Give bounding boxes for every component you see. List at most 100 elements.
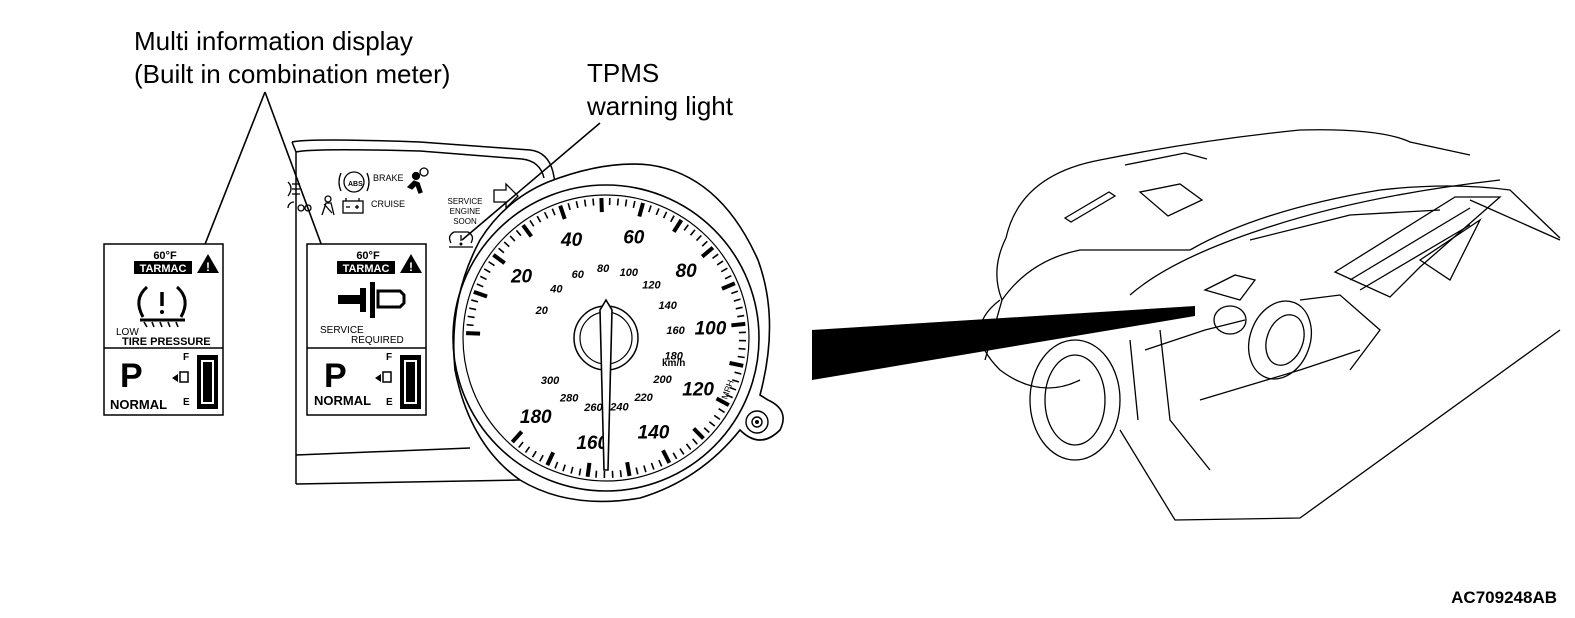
fog-light-icon [287,181,300,197]
mph-label: 140 [638,423,670,444]
speedometer-tick [509,235,516,242]
caution-triangle-icon [197,254,219,273]
speedometer-tick [575,201,579,209]
mph-label: 160 [576,433,608,454]
trip-reset-knob [745,410,769,434]
kmh-unit: km/h [662,358,685,369]
caution-triangle-icon [400,254,422,273]
speedometer-tick [672,452,678,460]
callout-line: warning light [587,91,733,121]
speedometer-tick [488,261,495,267]
figure-id: AC709248AB [1451,588,1557,607]
sec-label-1: SERVICE [448,197,483,206]
speedometer-tick [570,466,574,474]
turn-signal-icon [493,182,519,210]
indicator-icons [287,167,519,248]
wrench-service-icon [338,282,406,318]
speedometer-tick [592,198,595,206]
speedometer-outer-ring [452,184,760,492]
speedometer-tick [648,205,652,213]
speedometer-tick [536,215,542,223]
headlight-icon [287,201,312,212]
speedometer-tick [635,467,639,475]
fuel-pump-icon [172,371,189,383]
callout-line: (Built in combination meter) [134,59,451,89]
speedometer-tick [624,199,628,207]
indicator-labels: ABS BRAKE CRUISE SERVICE ENGINE SOON [348,173,482,226]
speedometer-tick [567,202,571,211]
speedometer-tick [467,315,475,319]
speedometer-tick [578,468,582,476]
speedometer-tick [619,470,622,478]
speedometer-tick [545,451,556,466]
mph-label: 120 [682,379,714,400]
speedometer-ticks [466,198,746,478]
left-fuel-e: E [183,397,190,408]
right-mode: TARMAC [343,263,390,275]
kmh-label: 260 [583,402,603,414]
speedometer-tick [595,470,598,478]
tpms-warning-icon [448,231,474,248]
left-drive-mode: NORMAL [110,397,167,412]
left-msg-1: LOW [116,327,139,338]
speedometer-tick [670,215,675,223]
speedometer-tick [637,202,645,218]
speedometer-tick [733,298,741,302]
speedometer-tick [643,465,647,473]
speedometer-tick [731,379,740,383]
speedometer-tick [515,229,522,237]
speedometer-tick [471,299,479,303]
speedometer-tick [466,323,474,327]
speedometer-needle [599,298,613,471]
callout-line: Multi information display [134,26,413,56]
airbag-icon [406,167,429,194]
speedometer-tick [716,260,724,266]
speedometer-tick [539,454,544,462]
speedometer-tick [492,253,506,265]
speedometer-tick [683,224,689,231]
speedometer-tick [543,211,549,219]
speedometer-tick [708,421,716,427]
left-gear: P [120,357,143,395]
speedometer-tick [731,290,739,295]
seatbelt-icon [321,195,335,216]
mph-label: 20 [510,267,533,288]
speedometer-tick [473,290,488,299]
speedometer-tick [672,218,684,233]
leader-to-tpms-light [461,122,601,241]
speedometer-tick [725,393,733,399]
speedometer-tick [720,267,728,273]
speedometer-tick [531,450,537,458]
svg-text:!: ! [206,260,210,274]
speedometer-tick [529,220,535,227]
right-temp: 60°F [356,250,380,262]
tpms-warning-light-callout: TPMS warning light [587,57,733,123]
speedometer-tick [718,408,726,414]
kmh-label: 180 [665,351,684,363]
left-fuel-f: F [183,352,189,363]
right-fuel-e: E [386,397,393,408]
speedometer-tick [661,449,672,464]
right-drive-mode: NORMAL [314,393,371,408]
speedometer-tick [655,208,660,216]
mph-label: 80 [676,261,698,282]
speedometer-tick [616,198,619,206]
speedometer-tick [724,274,732,280]
speedometer-tick [625,461,632,477]
mph-label: 100 [695,318,727,339]
speedometer-tick [729,386,737,391]
speedometer-tick [521,224,533,238]
speedometer-tick [701,240,708,247]
callout-line: TPMS [587,58,660,88]
speedometer-tick [483,268,491,274]
speedometer-tick [713,414,721,421]
kmh-label: 280 [559,393,579,405]
speedometer-tick [729,361,744,368]
speedometer-tick [692,438,698,445]
sec-label-2: ENGINE [450,207,481,216]
cruise-label: CRUISE [371,199,405,209]
tpms-large-icon [137,285,187,328]
